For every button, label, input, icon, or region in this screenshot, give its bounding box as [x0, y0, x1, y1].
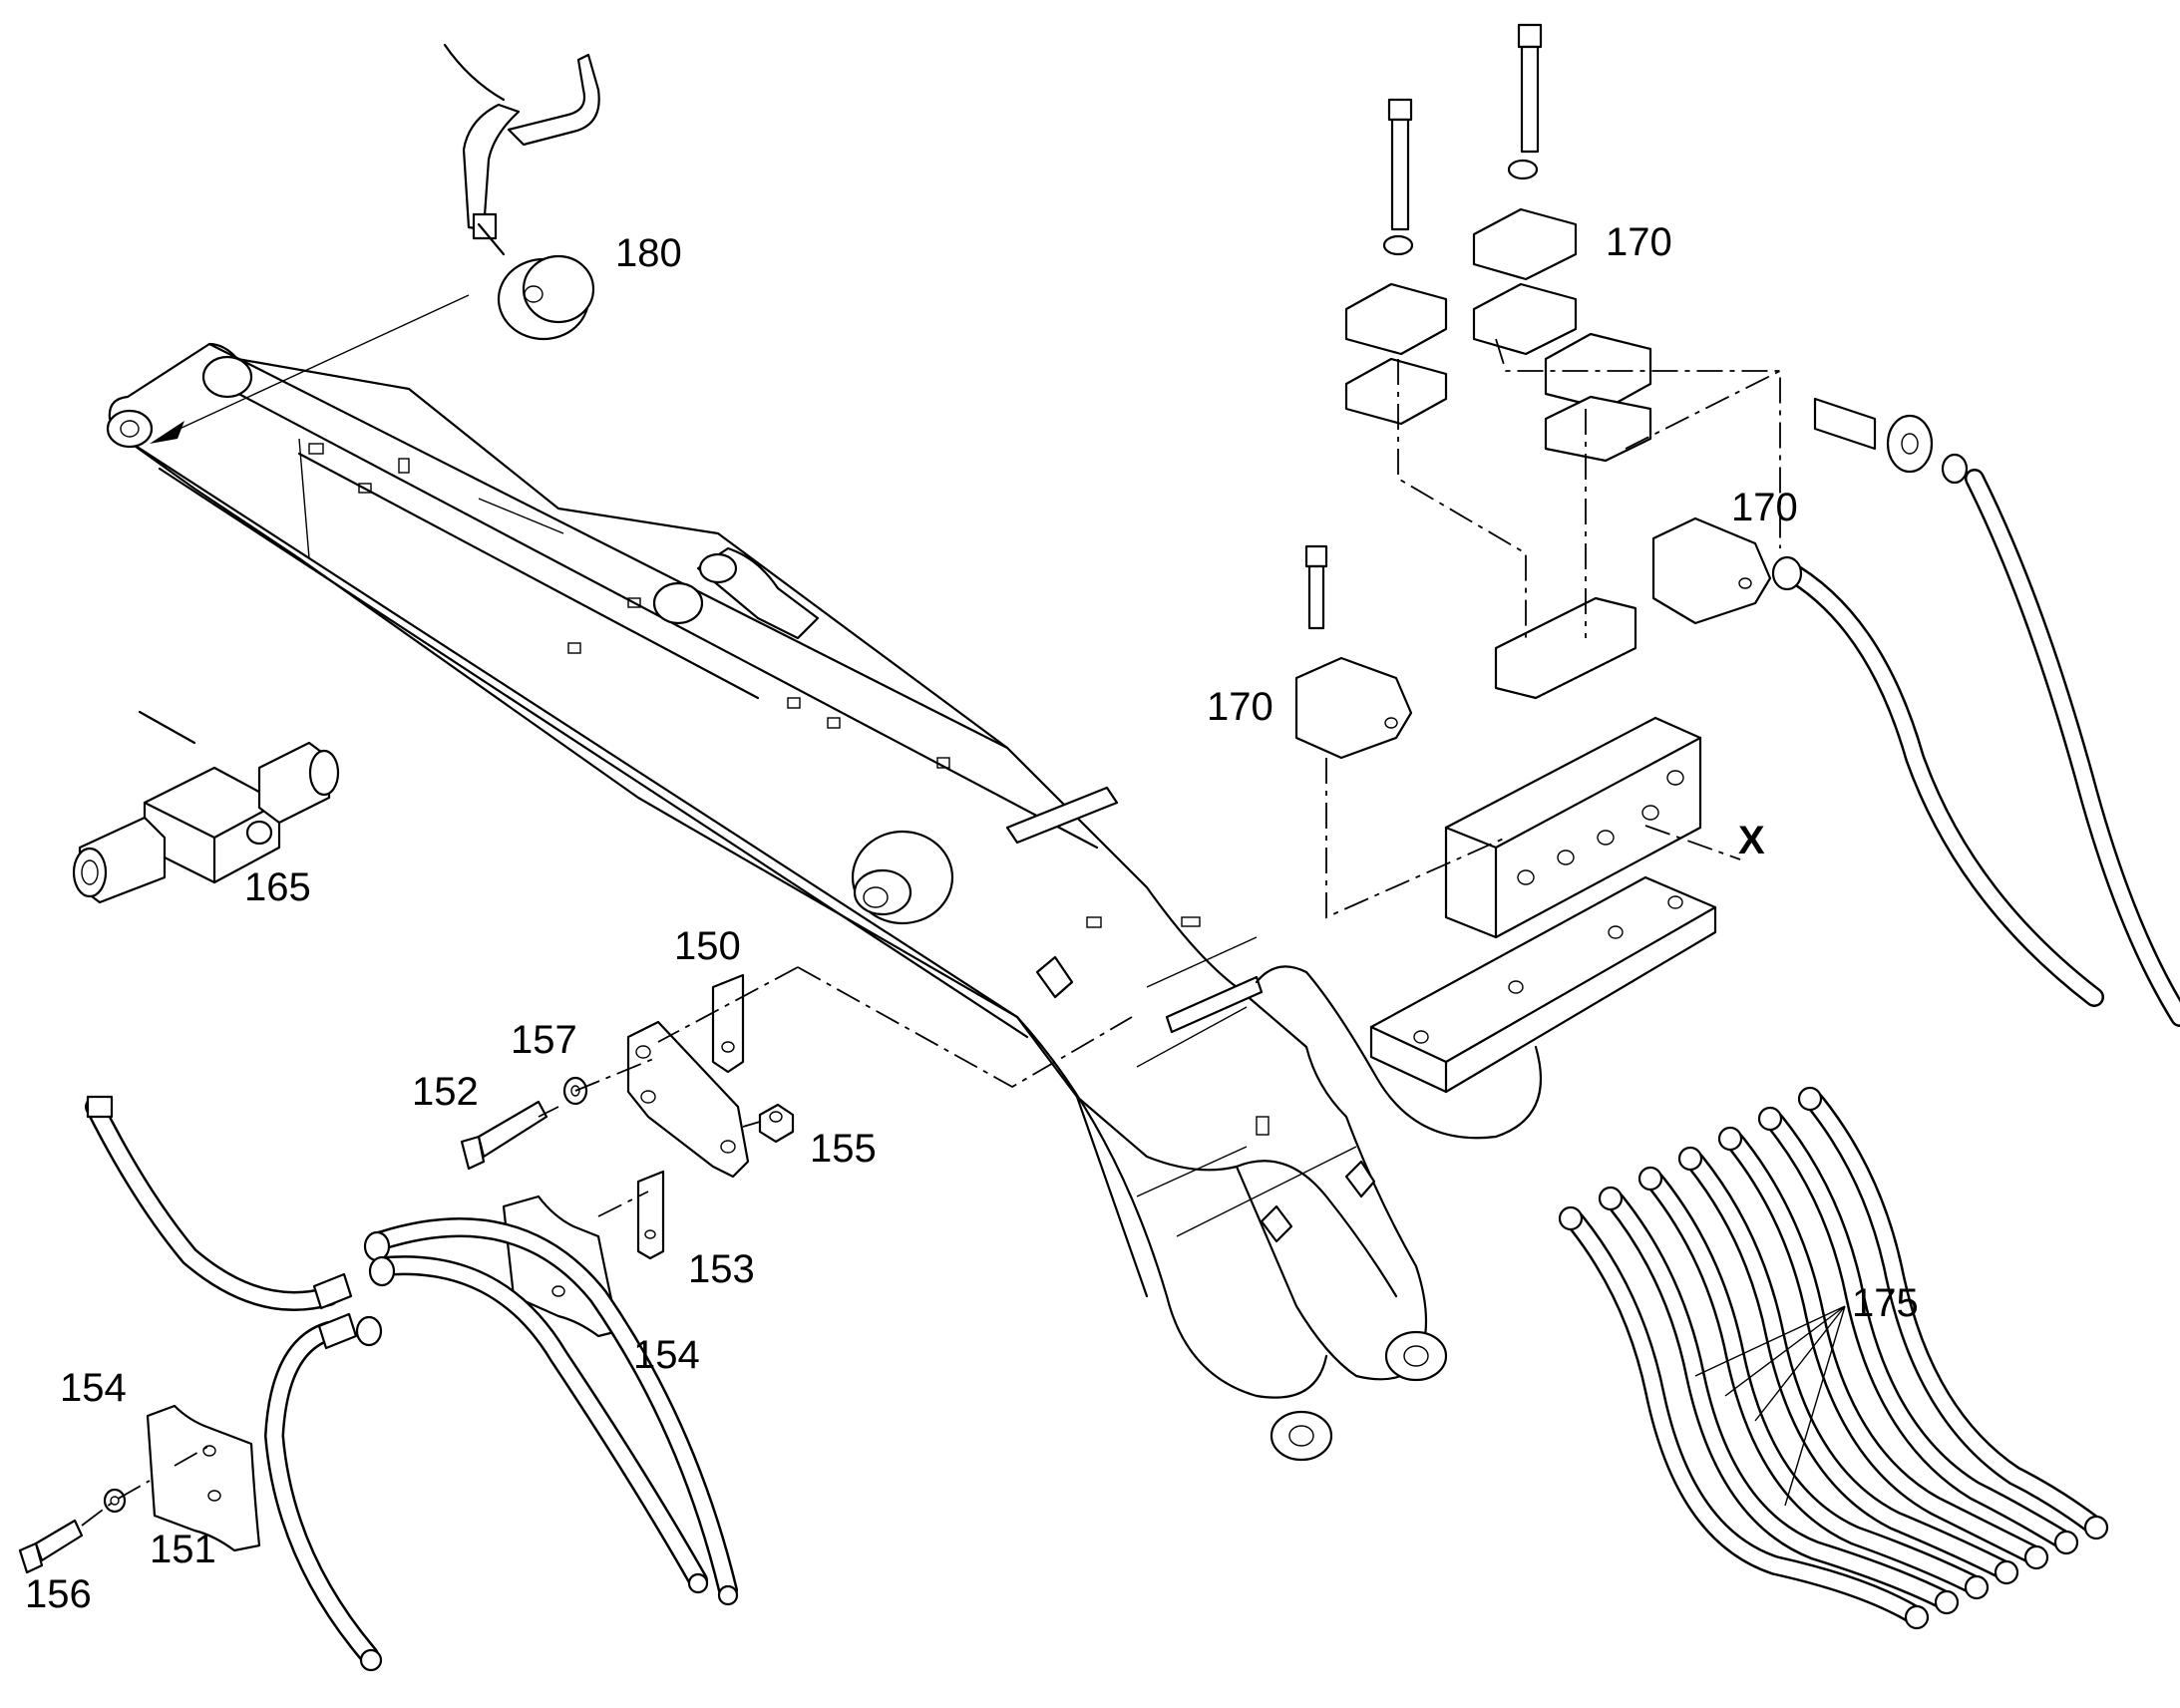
part-165-solenoid-valve: [72, 710, 340, 904]
label-157: 157: [511, 1018, 577, 1062]
part-175-hose-bundle: [1558, 1086, 2109, 1630]
label-180: 180: [615, 231, 682, 275]
label-154-lower: 154: [60, 1366, 127, 1410]
hose-top-right: [1771, 397, 2180, 1027]
label-170-mid: 170: [1731, 486, 1798, 529]
label-153: 153: [688, 1247, 755, 1291]
label-x: X: [1738, 819, 1765, 862]
part-170-side-clamps: [1294, 516, 1772, 760]
label-170-left: 170: [1207, 685, 1273, 729]
hydraulic-manifold-block: [1444, 716, 1702, 939]
part-180-angle-sensor: [443, 43, 600, 341]
label-156: 156: [25, 1572, 92, 1616]
label-165: 165: [244, 865, 311, 909]
label-151: 151: [150, 1528, 216, 1571]
part-153-spacer: [636, 1170, 665, 1260]
center-lines: [81, 338, 1781, 1527]
label-154-upper: 154: [633, 1333, 700, 1377]
label-152: 152: [412, 1070, 479, 1114]
part-plate: [626, 1020, 750, 1179]
leader-175: [1694, 1305, 1846, 1507]
part-150-bracket: [711, 973, 745, 1074]
label-150: 150: [674, 924, 741, 968]
hoses-bottom-left: [85, 1095, 739, 1672]
mounting-plate: [1369, 875, 1717, 1094]
part-152-bolt: [460, 1100, 548, 1171]
label-170-top: 170: [1606, 220, 1672, 264]
part-156-bolt: [18, 1519, 84, 1574]
boom-arm: [106, 342, 1448, 1462]
arrow-180: [150, 421, 184, 444]
label-155: 155: [810, 1127, 877, 1171]
part-155-nut: [758, 1103, 795, 1144]
part-170-upper-clamps: [1344, 23, 1652, 700]
part-154-clamp-lower: [146, 1404, 261, 1552]
leader-180: [179, 294, 470, 430]
part-151-washer: [103, 1488, 127, 1514]
plate-connector-curve: [1255, 965, 1543, 1140]
label-175: 175: [1852, 1281, 1919, 1325]
callout-labels: 180 170 170 170 X 165 150 157 152 155 15…: [25, 220, 1919, 1616]
